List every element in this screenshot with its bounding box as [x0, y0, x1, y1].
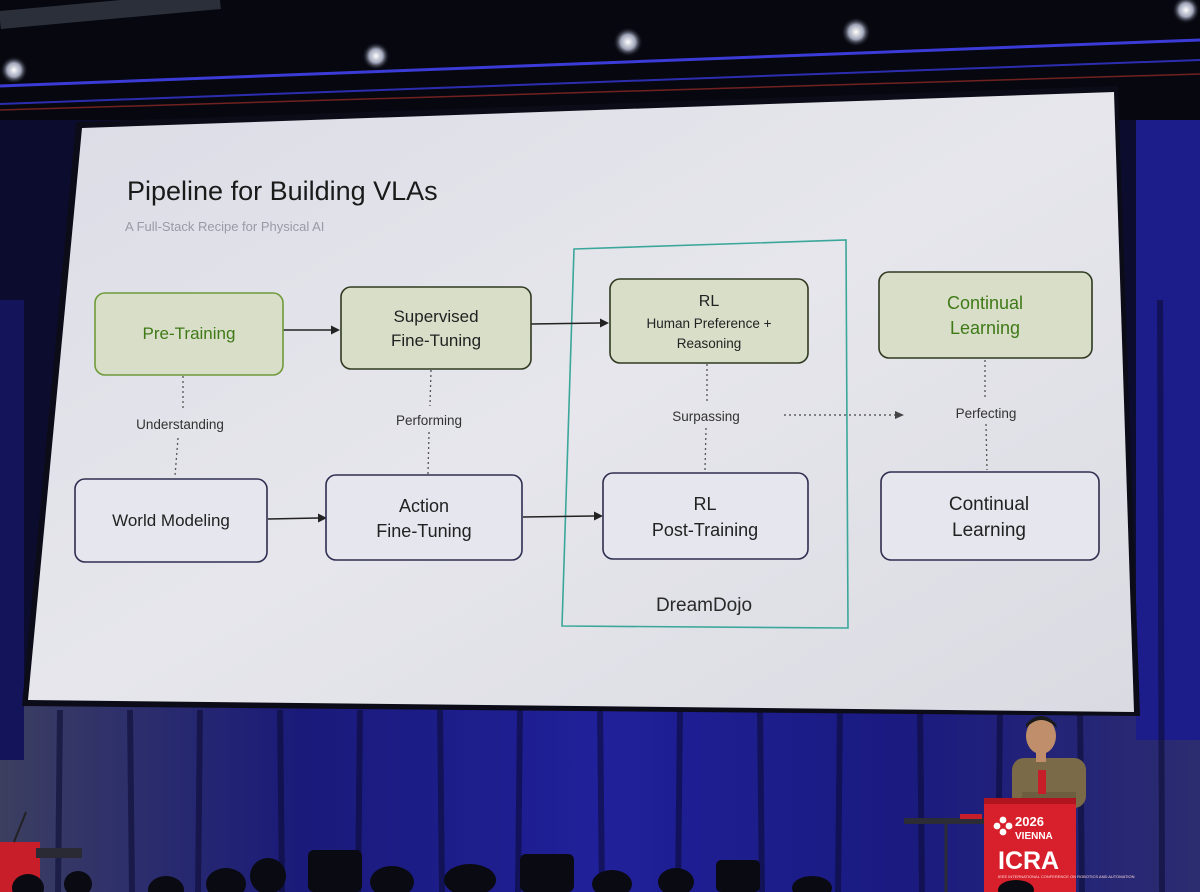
projection-screen — [28, 92, 1134, 712]
box-cl-bottom-line1: Continual — [949, 494, 1029, 515]
arrow-worldmodel-to-action — [267, 513, 327, 523]
podium-logo-flower — [993, 816, 1013, 836]
box-rl-line1: RL — [699, 293, 720, 310]
slide-content: Pipeline for Building VLAs A Full-Stack … — [74, 176, 1100, 629]
box-rlpt-line2: Post-Training — [652, 520, 758, 540]
box-rl-human-preference: RL Human Preference + Reasoning — [609, 278, 809, 364]
slide-title: Pipeline for Building VLAs — [127, 176, 438, 206]
box-pre-training-label: Pre-Training — [143, 324, 236, 343]
box-continual-learning-top: Continual Learning — [878, 271, 1093, 359]
box-rl-post-training: RL Post-Training — [602, 472, 809, 560]
connector-label-understanding: Understanding — [136, 417, 224, 432]
connector-label-surpassing: Surpassing — [672, 409, 740, 424]
box-world-modeling: World Modeling — [74, 478, 268, 563]
box-rl-line2: Human Preference + — [647, 316, 772, 331]
podium-brand: ICRA — [998, 847, 1059, 875]
stage-lights — [0, 0, 1200, 84]
box-continual-learning-bottom: Continual Learning — [880, 471, 1100, 561]
box-action-fine-tuning: Action Fine-Tuning — [325, 474, 523, 561]
arrow-pretraining-to-sft — [283, 325, 340, 335]
audience-silhouettes — [12, 850, 1034, 892]
box-rlpt-line1: RL — [693, 494, 716, 514]
arrow-sft-to-rl — [530, 318, 609, 328]
box-sft-line2: Fine-Tuning — [391, 331, 481, 350]
arrow-action-to-rl-post — [522, 511, 603, 521]
box-aft-line1: Action — [399, 496, 449, 516]
dreamdojo-label: DreamDojo — [656, 595, 752, 616]
connector-label-perfecting: Perfecting — [956, 406, 1017, 421]
box-supervised-fine-tuning: Supervised Fine-Tuning — [340, 286, 532, 370]
box-cl-top-line1: Continual — [947, 293, 1023, 313]
icra-podium: 2026 VIENNA ICRA IEEE INTERNATIONAL CONF… — [984, 798, 1135, 892]
side-table — [904, 814, 988, 892]
dreamdojo-group-frame — [561, 239, 849, 629]
box-cl-top-line2: Learning — [950, 318, 1020, 338]
podium-tagline: IEEE INTERNATIONAL CONFERENCE ON ROBOTIC… — [998, 874, 1135, 879]
connector-label-performing: Performing — [396, 413, 462, 428]
box-world-modeling-label: World Modeling — [112, 511, 230, 530]
surpassing-to-perfecting-arrow — [784, 411, 904, 419]
box-cl-bottom-line2: Learning — [952, 520, 1026, 541]
podium-year: 2026 — [1015, 814, 1044, 829]
box-pre-training: Pre-Training — [94, 292, 284, 376]
slide-subtitle: A Full-Stack Recipe for Physical AI — [125, 219, 324, 234]
podium-city: VIENNA — [1015, 831, 1053, 842]
box-rl-line3: Reasoning — [677, 336, 742, 351]
box-sft-line1: Supervised — [393, 307, 478, 326]
box-aft-line2: Fine-Tuning — [376, 521, 471, 541]
